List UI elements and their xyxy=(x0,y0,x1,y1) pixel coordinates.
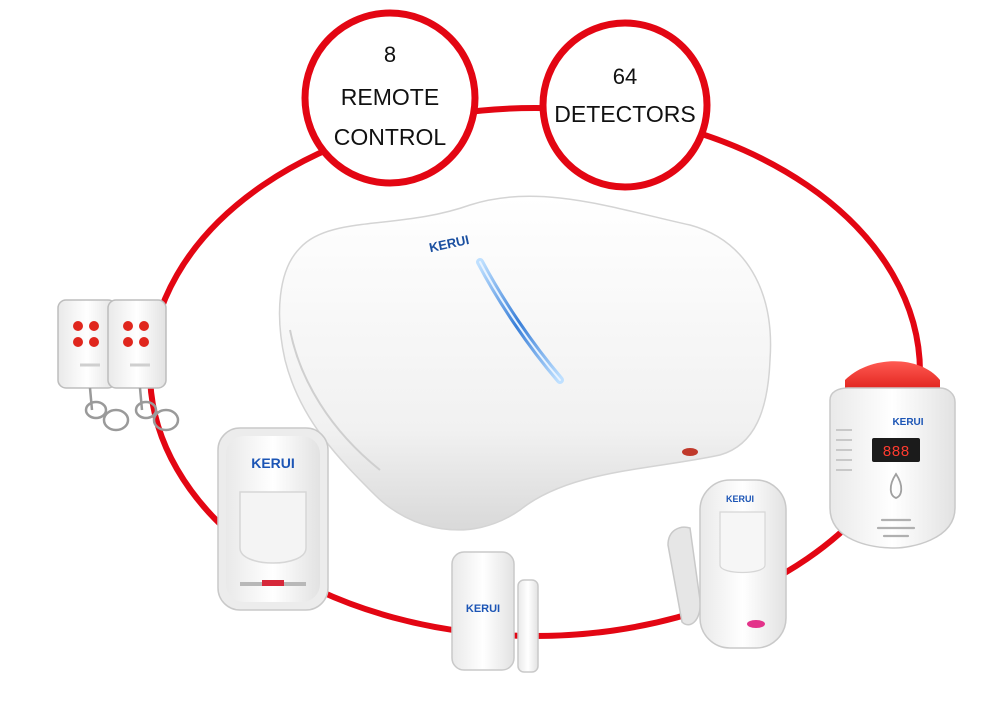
detector-count-number: 64 xyxy=(613,64,637,89)
door-sensor-brand-label: KERUI xyxy=(466,603,500,615)
detector-count-bubble: 64 DETECTORS xyxy=(539,19,711,191)
curtain-pir-brand-label: KERUI xyxy=(726,494,754,504)
remote-count-label-2: CONTROL xyxy=(334,124,447,150)
door-contact-sensor-icon: KERUI xyxy=(451,551,539,673)
gas-detector-icon: KERUI 888 xyxy=(829,361,956,549)
curtain-pir-sensor-icon: KERUI xyxy=(667,479,787,649)
detector-count-label: DETECTORS xyxy=(554,101,695,127)
remote-count-number: 8 xyxy=(384,42,396,67)
wifi-hub-icon: KERUI xyxy=(278,195,772,531)
remote-count-label-1: REMOTE xyxy=(341,84,439,110)
pir-brand-label: KERUI xyxy=(251,455,295,471)
remote-fob-icon xyxy=(57,299,180,432)
gas-detector-brand-label: KERUI xyxy=(892,417,923,428)
remote-count-bubble: 8 REMOTE CONTROL xyxy=(301,9,479,187)
gas-detector-display: 888 xyxy=(882,444,909,461)
pir-motion-sensor-icon: KERUI xyxy=(217,427,329,611)
